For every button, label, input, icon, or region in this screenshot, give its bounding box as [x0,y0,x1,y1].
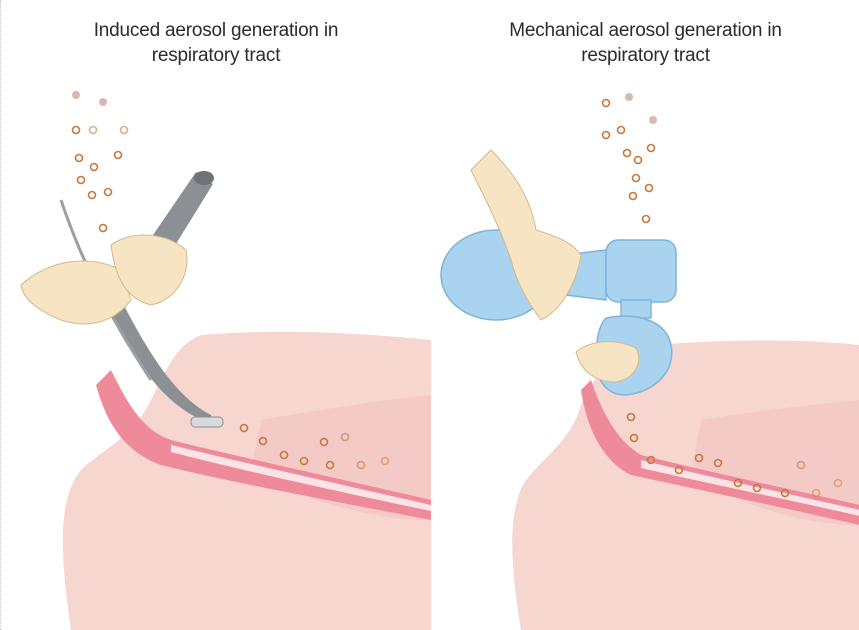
induced-illustration [1,0,431,630]
panel-mechanical: Mechanical aerosol generation in respira… [431,0,859,630]
hand-left [21,261,131,324]
hand-mask [576,342,639,382]
aerosol-particles-faint [72,91,107,106]
aerosol-particles-air [603,100,655,223]
laryngoscope-tip [191,417,223,427]
aerosol-particles-air [73,127,128,232]
laryngoscope-cap [194,171,214,185]
panel-induced: Induced aerosol generation in respirator… [1,0,431,630]
aerosol-particles-faint [625,93,657,124]
valve-body [606,240,676,302]
mechanical-illustration [431,0,859,630]
